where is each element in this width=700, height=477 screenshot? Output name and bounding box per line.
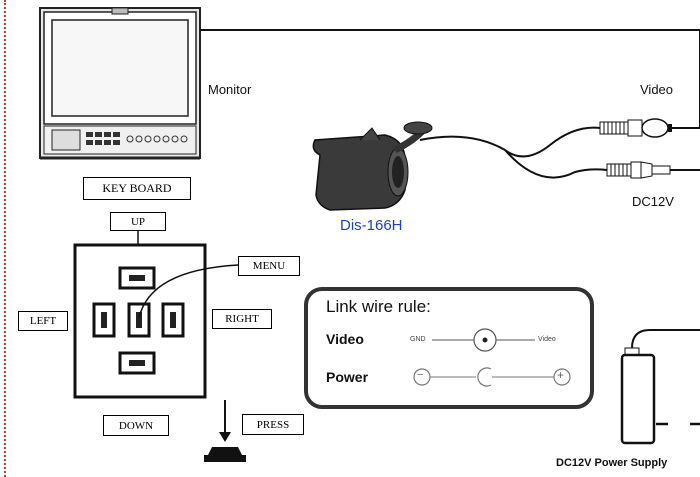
- video-label: Video: [640, 82, 674, 97]
- key-down-label: DOWN: [103, 415, 169, 436]
- keyboard-panel: [73, 231, 239, 399]
- power-rule-diagram: [413, 367, 571, 387]
- power-supply-label: DC12V Power Supply: [556, 457, 668, 469]
- video-rule-diagram: [432, 328, 535, 352]
- key-left-label: LEFT: [18, 311, 68, 331]
- video-cable: [504, 126, 601, 158]
- camera-illustration: [312, 121, 506, 211]
- keyboard-title: KEY BOARD: [83, 177, 191, 200]
- link-rule-title: Link wire rule:: [326, 297, 431, 316]
- dc12v-label: DC12V: [632, 194, 674, 209]
- link-rule-video-pin-label: Video: [538, 336, 556, 343]
- key-right-label: RIGHT: [212, 309, 272, 329]
- dc-cable: [504, 149, 608, 179]
- press-indicator: [204, 400, 246, 462]
- key-menu-label: MENU: [238, 256, 300, 276]
- key-press-label: PRESS: [242, 414, 304, 435]
- key-up-label: UP: [110, 212, 166, 231]
- power-minus-symbol: −: [417, 369, 424, 381]
- power-supply: [620, 329, 700, 445]
- dc-connector: [606, 161, 671, 179]
- link-rule-video-label: Video: [326, 331, 364, 347]
- power-plus-symbol: +: [557, 368, 565, 382]
- monitor-label: Monitor: [208, 82, 252, 97]
- left-dotted-border: [4, 0, 6, 477]
- camera-model-label: Dis-166H: [340, 217, 403, 234]
- video-connector: [599, 118, 672, 138]
- link-rule-power-label: Power: [326, 369, 369, 385]
- link-wire-rule-box: [304, 287, 594, 409]
- monitor-illustration: [39, 7, 201, 160]
- link-rule-gnd-label: GND: [410, 336, 426, 343]
